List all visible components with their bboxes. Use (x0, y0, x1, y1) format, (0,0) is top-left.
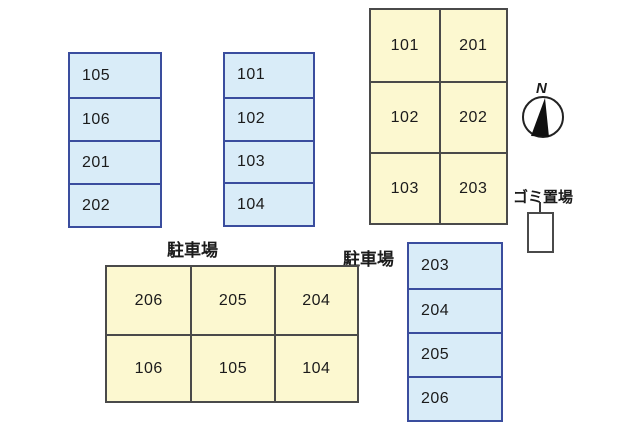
parking-cell: 104 (273, 334, 357, 401)
unit-cell: 103 (225, 139, 313, 183)
unit-cell: 102 (225, 96, 313, 140)
parking-table-bottom-middle: 206 205 204 106 105 104 (105, 265, 359, 403)
parking-cell: 206 (134, 291, 163, 309)
parking-cell: 101 (390, 36, 419, 54)
parking-cell: 202 (438, 81, 506, 152)
unit-table-bottom-right: 203 204 205 206 (407, 242, 503, 422)
compass-north-label: N (536, 80, 547, 97)
unit-cell: 202 (70, 183, 160, 226)
parking-cell: 201 (438, 10, 507, 81)
unit-table-top-left: 105 106 201 202 (68, 52, 162, 228)
unit-cell: 206 (409, 376, 501, 420)
parking-cell: 103 (371, 152, 439, 223)
parking-table-top-right: 101 201 102 202 103 203 (369, 8, 508, 225)
unit-cell: 106 (70, 97, 160, 140)
unit-cell: 101 (237, 66, 266, 84)
garbage-area-label: ゴミ置場 (513, 189, 574, 206)
parking-cell: 204 (273, 267, 357, 334)
compass-north-icon (522, 96, 564, 138)
unit-cell: 105 (82, 66, 111, 84)
parking-cell: 106 (107, 334, 191, 401)
parking-cell: 203 (438, 152, 506, 223)
unit-table-top-middle: 101 102 103 104 (223, 52, 315, 227)
unit-cell: 204 (409, 288, 501, 332)
garbage-leader-line (539, 202, 541, 220)
unit-cell: 203 (421, 257, 450, 274)
parking-lot-label-left: 駐車場 (167, 241, 218, 260)
parking-cell: 205 (190, 267, 273, 334)
parking-cell: 102 (371, 81, 439, 152)
parking-lot-label-right: 駐車場 (343, 250, 394, 269)
parking-cell: 105 (190, 334, 274, 401)
unit-cell: 104 (225, 182, 313, 225)
garbage-box (527, 212, 554, 253)
unit-cell: 201 (70, 140, 160, 183)
unit-cell: 205 (409, 332, 501, 376)
